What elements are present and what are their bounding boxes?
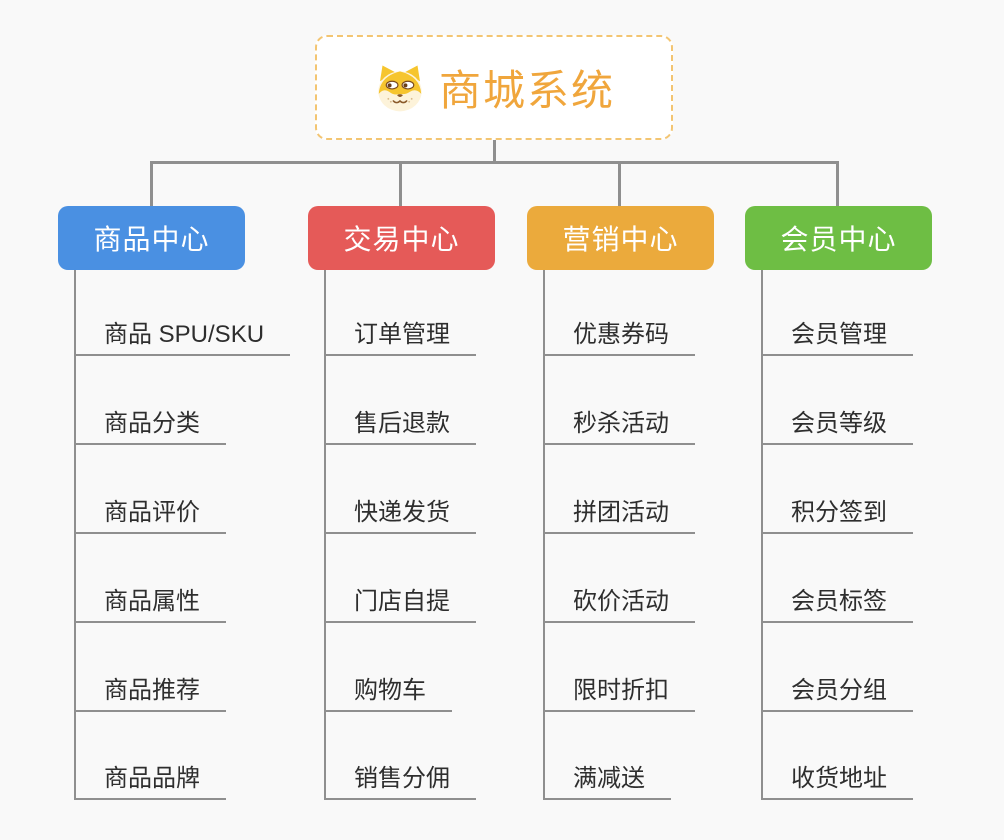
branch-label: 营销中心 bbox=[562, 224, 679, 255]
leaf-node[interactable]: 订单管理 bbox=[324, 318, 476, 356]
shiba-dog-icon bbox=[378, 65, 422, 111]
branch-node-trade-center[interactable]: 交易中心 bbox=[308, 206, 495, 270]
leaf-node[interactable]: 会员标签 bbox=[761, 585, 913, 623]
root-node[interactable]: 商城系统 bbox=[315, 35, 673, 140]
connector-drop-member-center bbox=[836, 161, 839, 208]
leaf-node[interactable]: 门店自提 bbox=[324, 585, 476, 623]
leaf-node[interactable]: 快递发货 bbox=[324, 496, 476, 534]
leaf-node[interactable]: 积分签到 bbox=[761, 496, 913, 534]
branch-column-product-center: 商品中心 商品 SPU/SKU 商品分类 商品评价 商品属性 商品推荐 商品品牌 bbox=[58, 206, 310, 806]
branch-line-member-center bbox=[761, 270, 763, 800]
branch-line-marketing-center bbox=[543, 270, 545, 800]
connector-drop-product-center bbox=[150, 161, 153, 208]
leaf-node[interactable]: 会员分组 bbox=[761, 674, 913, 712]
leaf-node[interactable]: 售后退款 bbox=[324, 407, 476, 445]
branch-label: 商品中心 bbox=[93, 224, 210, 255]
branch-label: 会员中心 bbox=[780, 224, 897, 255]
connector-horizontal-bus bbox=[150, 161, 839, 164]
branch-column-marketing-center: 营销中心 优惠券码 秒杀活动 拼团活动 砍价活动 限时折扣 满减送 bbox=[527, 206, 779, 806]
connector-drop-trade-center bbox=[399, 161, 402, 208]
branch-column-member-center: 会员中心 会员管理 会员等级 积分签到 会员标签 会员分组 收货地址 bbox=[745, 206, 997, 806]
leaf-node[interactable]: 商品属性 bbox=[74, 585, 226, 623]
leaf-node[interactable]: 商品品牌 bbox=[74, 762, 226, 800]
branch-line-trade-center bbox=[324, 270, 326, 800]
leaf-node[interactable]: 秒杀活动 bbox=[543, 407, 695, 445]
leaf-node[interactable]: 优惠券码 bbox=[543, 318, 695, 356]
branch-line-product-center bbox=[74, 270, 76, 800]
branch-label: 交易中心 bbox=[343, 224, 460, 255]
leaf-node[interactable]: 商品 SPU/SKU bbox=[74, 318, 291, 356]
connector-drop-marketing-center bbox=[618, 161, 621, 208]
leaf-node[interactable]: 商品分类 bbox=[74, 407, 226, 445]
leaf-node[interactable]: 限时折扣 bbox=[543, 674, 695, 712]
leaf-node[interactable]: 砍价活动 bbox=[543, 585, 695, 623]
branch-node-member-center[interactable]: 会员中心 bbox=[745, 206, 932, 270]
leaf-node[interactable]: 销售分佣 bbox=[324, 762, 476, 800]
root-title: 商城系统 bbox=[438, 67, 615, 114]
leaf-node[interactable]: 商品评价 bbox=[74, 496, 226, 534]
leaf-node[interactable]: 收货地址 bbox=[761, 762, 913, 800]
connector-root-stub bbox=[493, 140, 496, 163]
leaf-node[interactable]: 商品推荐 bbox=[74, 674, 226, 712]
branch-node-marketing-center[interactable]: 营销中心 bbox=[527, 206, 714, 270]
leaf-node[interactable]: 会员等级 bbox=[761, 407, 913, 445]
leaf-node[interactable]: 会员管理 bbox=[761, 318, 913, 356]
leaf-node[interactable]: 满减送 bbox=[543, 762, 671, 800]
leaf-node[interactable]: 拼团活动 bbox=[543, 496, 695, 534]
branch-column-trade-center: 交易中心 订单管理 售后退款 快递发货 门店自提 购物车 销售分佣 bbox=[308, 206, 560, 806]
leaf-node[interactable]: 购物车 bbox=[324, 674, 452, 712]
branch-node-product-center[interactable]: 商品中心 bbox=[58, 206, 245, 270]
